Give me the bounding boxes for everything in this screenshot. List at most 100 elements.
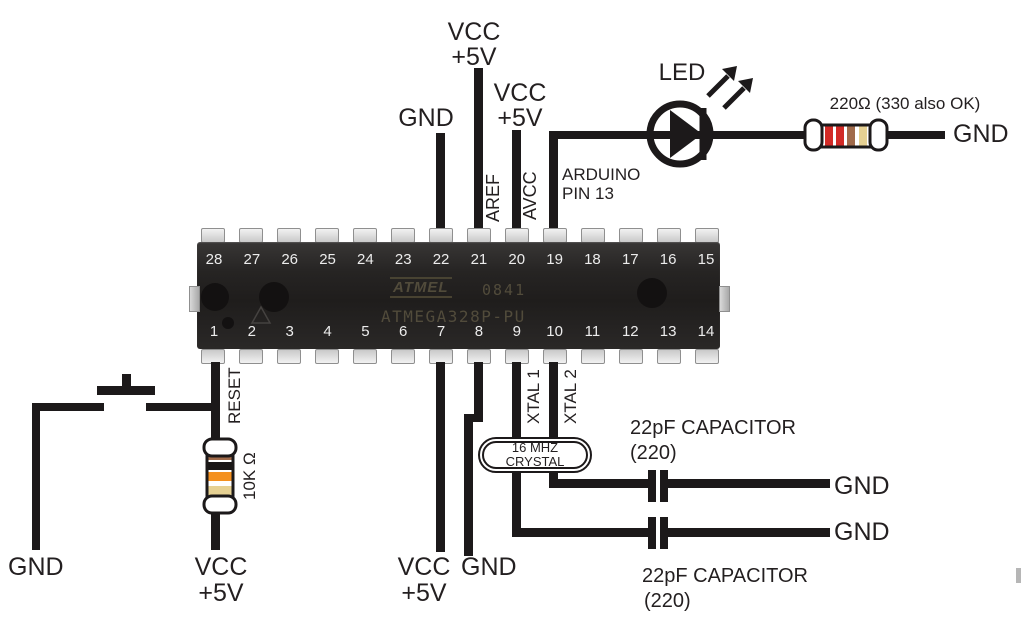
- wire-pin8-gnd-upper: [474, 362, 483, 422]
- chip-pin-stub: [695, 349, 719, 364]
- pushbutton-contact-left: [32, 403, 104, 411]
- arduino-pin-label-line1: ARDUINO: [562, 165, 641, 184]
- resistor-10k-cap-bottom: [202, 494, 238, 515]
- chip-date-code-marking: 0841: [482, 281, 527, 299]
- resistor-220-body: [812, 123, 880, 149]
- resistor-220-cap-right: [868, 118, 889, 152]
- chip-pin-number: 20: [508, 251, 526, 268]
- resistor-10k-band-black: [208, 462, 232, 470]
- reset-pin-label: RESET: [225, 367, 244, 424]
- wire-cap-lower-to-gnd: [668, 528, 830, 537]
- chip-side-tab-left: [189, 286, 200, 312]
- chip-pin-number: 15: [697, 251, 715, 268]
- resistor-220-band-brown: [847, 126, 855, 146]
- crystal-16mhz: 16 MHZ CRYSTAL: [478, 437, 592, 473]
- chip-side-tab-right: [719, 286, 730, 312]
- resistor-220-label: 220Ω (330 also OK): [829, 94, 981, 113]
- gnd-left-label: GND: [8, 553, 64, 581]
- gnd-cap-upper-label: GND: [834, 472, 890, 500]
- chip-pin-stub: [695, 228, 719, 243]
- wire-pin8-gnd-lower: [464, 414, 473, 556]
- vcc-aref-label-line2: +5V: [451, 43, 497, 71]
- chip-pin-stub: [239, 228, 263, 243]
- wire-pin8-gnd-jog: [464, 414, 483, 422]
- crystal-label-line1: 16 MHZ: [511, 440, 559, 455]
- chip-pin-number: 2: [247, 323, 257, 340]
- chip-pin-number: 16: [659, 251, 677, 268]
- resistor-220-cap-left: [803, 118, 824, 152]
- avcc-pin-label: AVCC: [520, 171, 540, 220]
- chip-pin-number: 26: [281, 251, 299, 268]
- wire-pin19-vertical: [549, 131, 558, 236]
- vcc-pin7-label-line2: +5V: [401, 579, 447, 607]
- wire-switch-to-gnd: [32, 403, 40, 550]
- pushbutton-contact-right: [146, 403, 220, 411]
- chip-brand-marking: ATMEL: [390, 277, 452, 298]
- chip-pin1-dot: [222, 317, 234, 329]
- chip-pin-number: 5: [361, 323, 370, 340]
- vcc-aref-label-line1: VCC: [447, 18, 501, 46]
- chip-pin-stub: [353, 228, 377, 243]
- chip-pin-stub: [467, 228, 491, 243]
- wire-10k-to-vcc: [211, 512, 220, 550]
- chip-pin-number: 17: [621, 251, 639, 268]
- chip-pin-stub: [353, 349, 377, 364]
- capacitor-upper-plate-right: [660, 470, 668, 502]
- wire-xtal2-to-cap: [549, 479, 650, 488]
- resistor-10k-symbol: [202, 437, 238, 515]
- chip-pin-number: 27: [243, 251, 261, 268]
- vcc-pin7-label-line1: VCC: [397, 553, 451, 581]
- chip-pin-number: 6: [399, 323, 408, 340]
- chip-pin-stub: [505, 228, 529, 243]
- xtal1-pin-label: XTAL 1: [524, 369, 543, 424]
- chip-pin-number: 13: [659, 323, 677, 340]
- chip-pin-stub: [429, 228, 453, 243]
- gnd-cap-lower-label: GND: [834, 518, 890, 546]
- chip-pin-stub: [277, 228, 301, 243]
- resistor-10k-label: 10K Ω: [240, 452, 259, 500]
- chip-pin-stub: [619, 349, 643, 364]
- chip-pin-number: 8: [474, 323, 484, 340]
- chip-pin-number: 12: [621, 323, 639, 340]
- edge-artifact: [1016, 568, 1021, 583]
- chip-pin-number: 23: [394, 251, 412, 268]
- chip-pin-number: 10: [546, 323, 563, 340]
- cap-upper-label-line2: (220): [630, 442, 677, 464]
- wire-xtal1-to-cap: [512, 528, 650, 537]
- led-circle: [646, 100, 714, 168]
- chip-pin-number: 9: [512, 323, 521, 340]
- wire-pin19-horizontal: [549, 131, 945, 139]
- chip-pin-number: 7: [436, 323, 446, 340]
- chip-pin-stub: [391, 349, 415, 364]
- gnd-right-label: GND: [953, 120, 1009, 148]
- resistor-220-band-red1: [825, 126, 833, 146]
- chip-mold-mark: [201, 283, 229, 311]
- chip-pin-stub: [543, 228, 567, 243]
- chip-pin-number: 21: [470, 251, 488, 268]
- wire-cap-upper-to-gnd: [668, 479, 830, 488]
- wire-pin7-vcc: [436, 362, 445, 552]
- chip-pin-stub: [239, 349, 263, 364]
- vcc-reset-label-line1: VCC: [194, 553, 248, 581]
- resistor-10k-band-gold: [208, 486, 232, 495]
- chip-pin-stub: [201, 228, 225, 243]
- xtal2-pin-label: XTAL 2: [561, 369, 580, 424]
- chip-pin-number: 4: [323, 323, 332, 340]
- wire-pin20-avcc: [512, 130, 521, 236]
- chip-pin-stub: [657, 349, 681, 364]
- chip-mold-mark: [259, 282, 289, 312]
- vcc-reset-label-line2: +5V: [198, 579, 244, 607]
- resistor-220-band-red2: [836, 126, 844, 146]
- led-symbol: [646, 66, 753, 168]
- chip-pin-stub: [315, 228, 339, 243]
- aref-pin-label: AREF: [483, 173, 503, 222]
- chip-pin-number: 19: [546, 251, 563, 268]
- cap-upper-label-line1: 22pF CAPACITOR: [630, 417, 796, 439]
- resistor-10k-band-orange: [208, 472, 232, 481]
- gnd-top-label: GND: [398, 104, 454, 132]
- chip-pin-stub: [277, 349, 301, 364]
- cap-lower-label-line2: (220): [644, 590, 691, 612]
